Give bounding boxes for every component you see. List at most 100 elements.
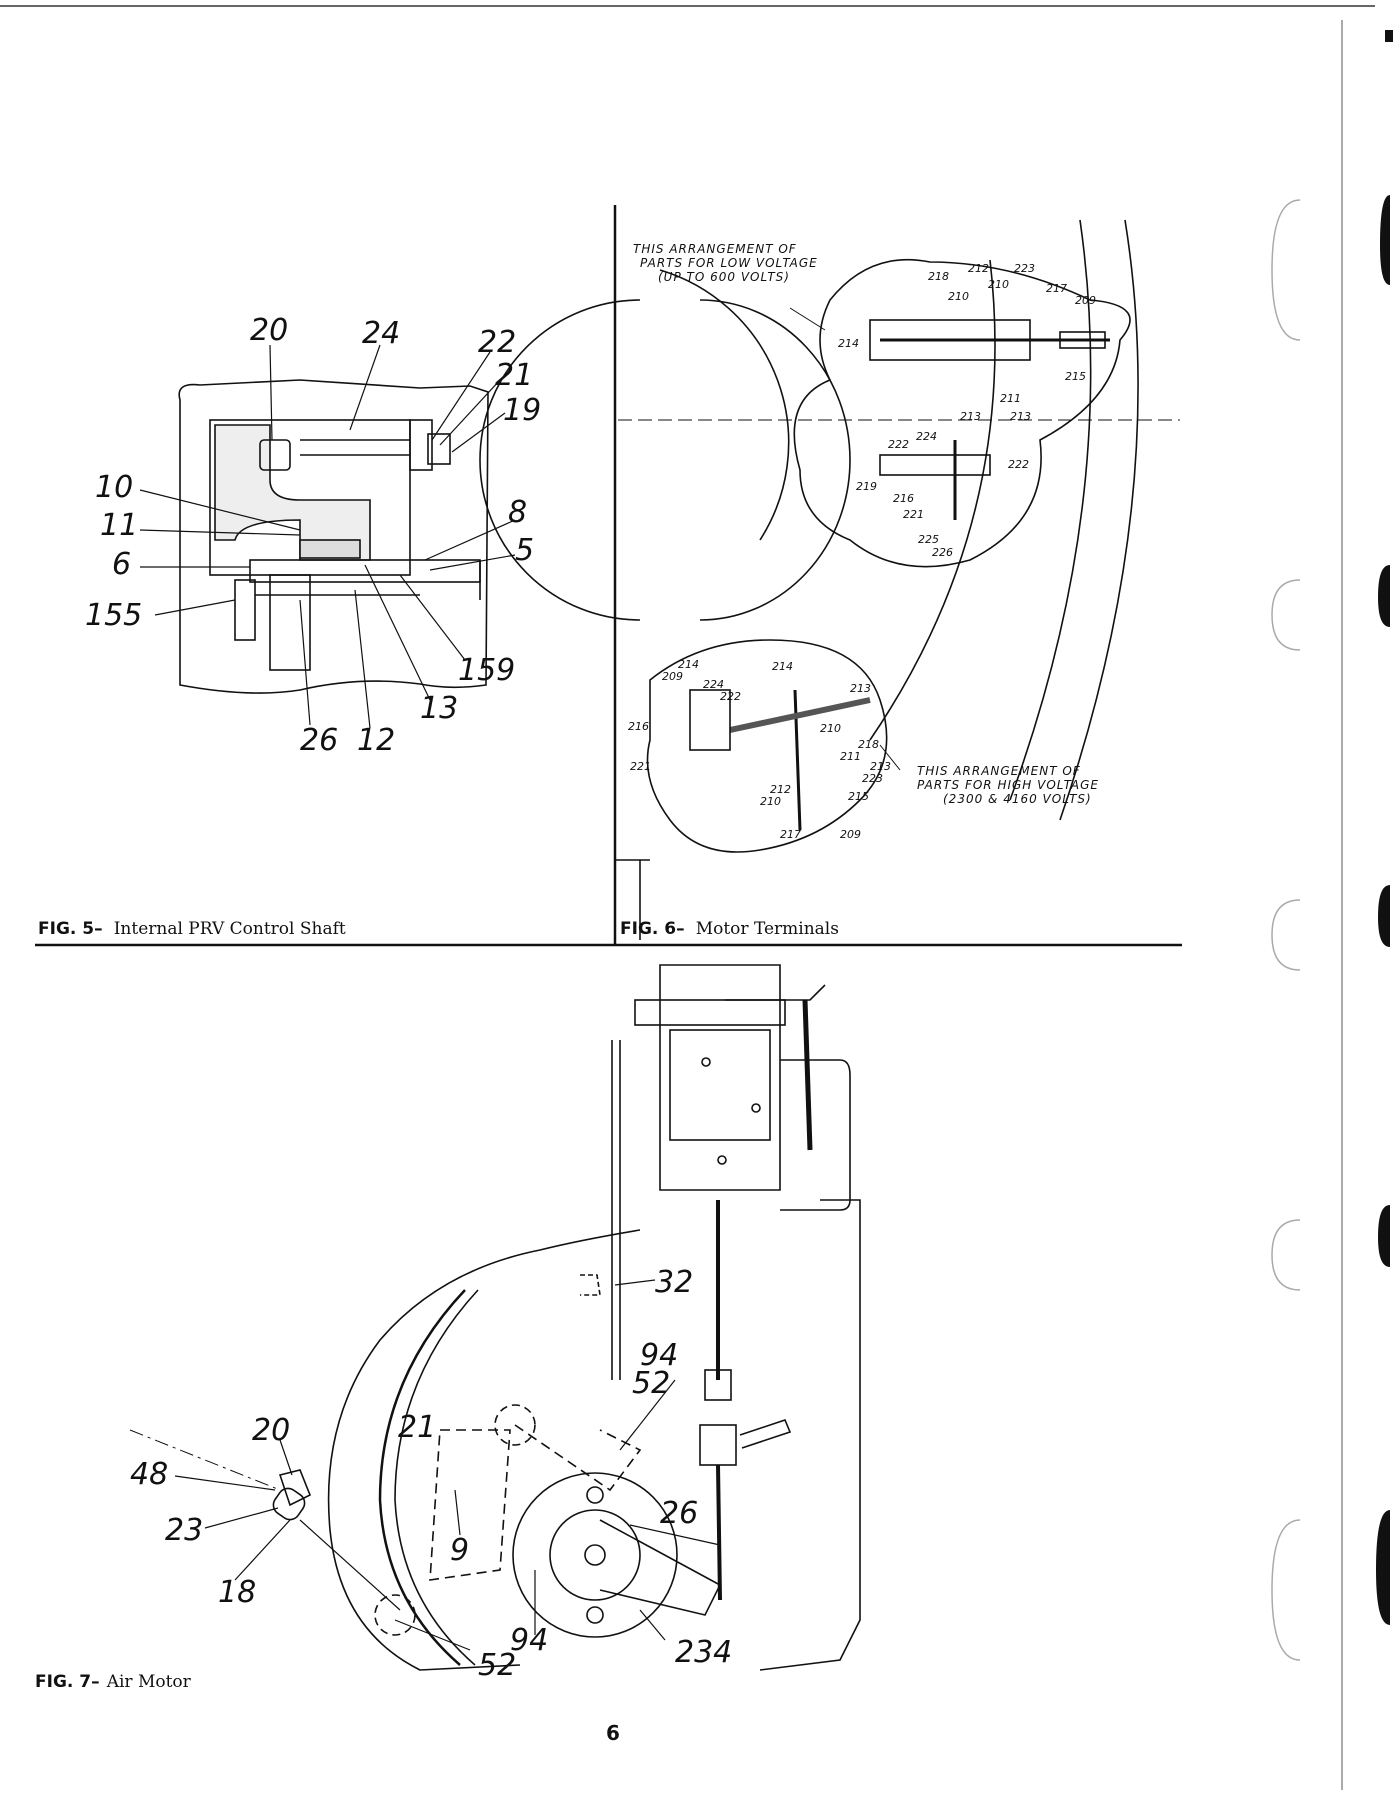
fig6-note-high-line: PARTS FOR HIGH VOLTAGE	[917, 778, 1099, 792]
fig6-rotor-inner-arc	[479, 299, 641, 621]
fig6-callout: 225	[918, 533, 939, 546]
fig7-disc-outer	[512, 1472, 678, 1638]
fig6-callout: 209	[662, 670, 683, 683]
fig6-callout: 210	[760, 795, 781, 808]
fig7-fitting-48	[278, 1469, 312, 1507]
edge-tab-5	[1376, 1510, 1390, 1625]
fig5-callout: 10	[95, 470, 133, 505]
fig5-casing-outline	[178, 379, 489, 694]
fig7-disc-center	[584, 1544, 606, 1566]
fig6-callout: 214	[772, 660, 793, 673]
fig6-notes: THIS ARRANGEMENT OF PARTS FOR LOW VOLTAG…	[633, 242, 1099, 806]
fig6-callout: 213	[960, 410, 981, 423]
fig6-stator-arc-mid	[869, 259, 996, 741]
fig7-callout: 26	[660, 1496, 698, 1531]
fig7-case-outline	[327, 1229, 641, 1671]
fig7-callout: 94	[510, 1623, 548, 1658]
fig5-callouts: 20 24 22 21 19 10 11 6 155 8 5 159 13 26…	[85, 313, 541, 758]
fig6-low-voltage-detail	[793, 258, 1131, 568]
fig6-callout: 212	[968, 262, 989, 275]
fig7-cylinder-hidden	[429, 1429, 511, 1581]
fig7-leaders	[174, 1279, 721, 1651]
fig7-valve-20	[272, 1487, 306, 1521]
fig6-lv-terminal	[1059, 331, 1106, 349]
fig6-caption: FIG. 6– Motor Terminals	[620, 919, 839, 939]
fig7-motor-body	[669, 1029, 771, 1141]
binder-holes	[1271, 199, 1301, 1661]
fig7-caption: FIG. 7– Air Motor	[35, 1672, 192, 1692]
fig6-callout: 223	[1014, 262, 1035, 275]
fig6-stator-arc-outer	[1059, 219, 1139, 821]
fig7-drawing	[129, 964, 861, 1671]
fig5-callout: 159	[458, 653, 515, 688]
fig7-disc-hole	[586, 1606, 604, 1624]
fig7-lower-link	[716, 1464, 722, 1601]
fig5-caption-title: Internal PRV Control Shaft	[114, 919, 346, 939]
edge-tab-4	[1378, 1205, 1390, 1267]
edge-tabs	[1376, 195, 1390, 1625]
fig5-collar	[234, 579, 256, 641]
fig6-callout: 222	[888, 438, 909, 451]
fig7-callout: 21	[398, 1410, 436, 1445]
fig6-callout: 213	[870, 760, 891, 773]
fig6-callout: 218	[928, 270, 949, 283]
fig7-mount-hole	[717, 1155, 727, 1165]
fig6-callout: 210	[820, 722, 841, 735]
binder-hole-1	[1271, 199, 1301, 341]
fig7-callout: 52	[632, 1366, 670, 1401]
fig6-rotor-arc-2	[659, 269, 790, 541]
fig7-frame-right	[759, 1199, 861, 1671]
fig6-callout: 215	[848, 790, 869, 803]
fig7-rim-arc	[378, 1289, 466, 1666]
fig6-callout: 213	[850, 682, 871, 695]
fig7-callout: 94	[640, 1338, 678, 1373]
fig5-callout: 24	[362, 316, 400, 351]
fig6-caption-title: Motor Terminals	[696, 919, 839, 939]
fig5-drawing	[178, 379, 489, 694]
fig5-callout: 22	[478, 325, 516, 360]
fig5-callout: 21	[495, 358, 533, 393]
fig5-plate	[249, 559, 481, 583]
fig6-callout: 210	[988, 278, 1009, 291]
fig6-callout: 213	[1010, 410, 1031, 423]
fig5-callout: 12	[357, 723, 395, 758]
fig6-hv-stud	[793, 689, 802, 831]
fig6-hv-insulator	[729, 697, 871, 733]
fig6-callout: 224	[916, 430, 937, 443]
fig5-callout: 155	[85, 598, 142, 633]
fig7-callouts: 32 94 52 20 21 48 23 18 9 26 94 52 234	[130, 1265, 732, 1683]
fig7-callout: 48	[130, 1457, 168, 1492]
fig6-note-high-line: THIS ARRANGEMENT OF	[917, 764, 1081, 778]
fig5-seal	[299, 539, 361, 559]
fig7-pivot-upper	[494, 1404, 536, 1446]
fig5-callout: 6	[112, 547, 131, 582]
fig6-callout: 216	[628, 720, 649, 733]
fig6-callout: 217	[780, 828, 801, 841]
fig7-rim-arc-inner	[394, 1289, 479, 1666]
fig7-clevis	[699, 1424, 737, 1466]
fig7-callout: 234	[675, 1635, 732, 1670]
fig5-callout: 20	[250, 313, 288, 348]
fig5-nut-20	[259, 439, 291, 471]
binder-hole-5	[1271, 1519, 1301, 1661]
fig5-callout: 26	[300, 723, 338, 758]
fig6-callout: 215	[1065, 370, 1086, 383]
fig7-coupling	[704, 1369, 732, 1401]
binder-hole-2	[1271, 579, 1301, 651]
fig6-callout: 223	[862, 772, 883, 785]
fig7-disc-hole	[586, 1486, 604, 1504]
fig6-caption-label: FIG. 6–	[620, 919, 685, 939]
fig6-callout: 222	[720, 690, 741, 703]
fig7-caption-label: FIG. 7–	[35, 1672, 100, 1692]
fig5-callout: 8	[508, 495, 527, 530]
fig6-hv-bracket	[689, 689, 731, 751]
fig7-link-hidden	[514, 1424, 642, 1492]
fig6-callout: 219	[856, 480, 877, 493]
binder-hole-3	[1271, 899, 1301, 971]
fig6-leaders	[789, 307, 901, 771]
binder-hole-4	[1271, 1219, 1301, 1291]
fig7-bracket-bar	[634, 999, 786, 1026]
edge-tab-3	[1378, 885, 1390, 947]
fig7-mount-hole	[701, 1057, 711, 1067]
fig7-caption-title: Air Motor	[106, 1672, 192, 1692]
